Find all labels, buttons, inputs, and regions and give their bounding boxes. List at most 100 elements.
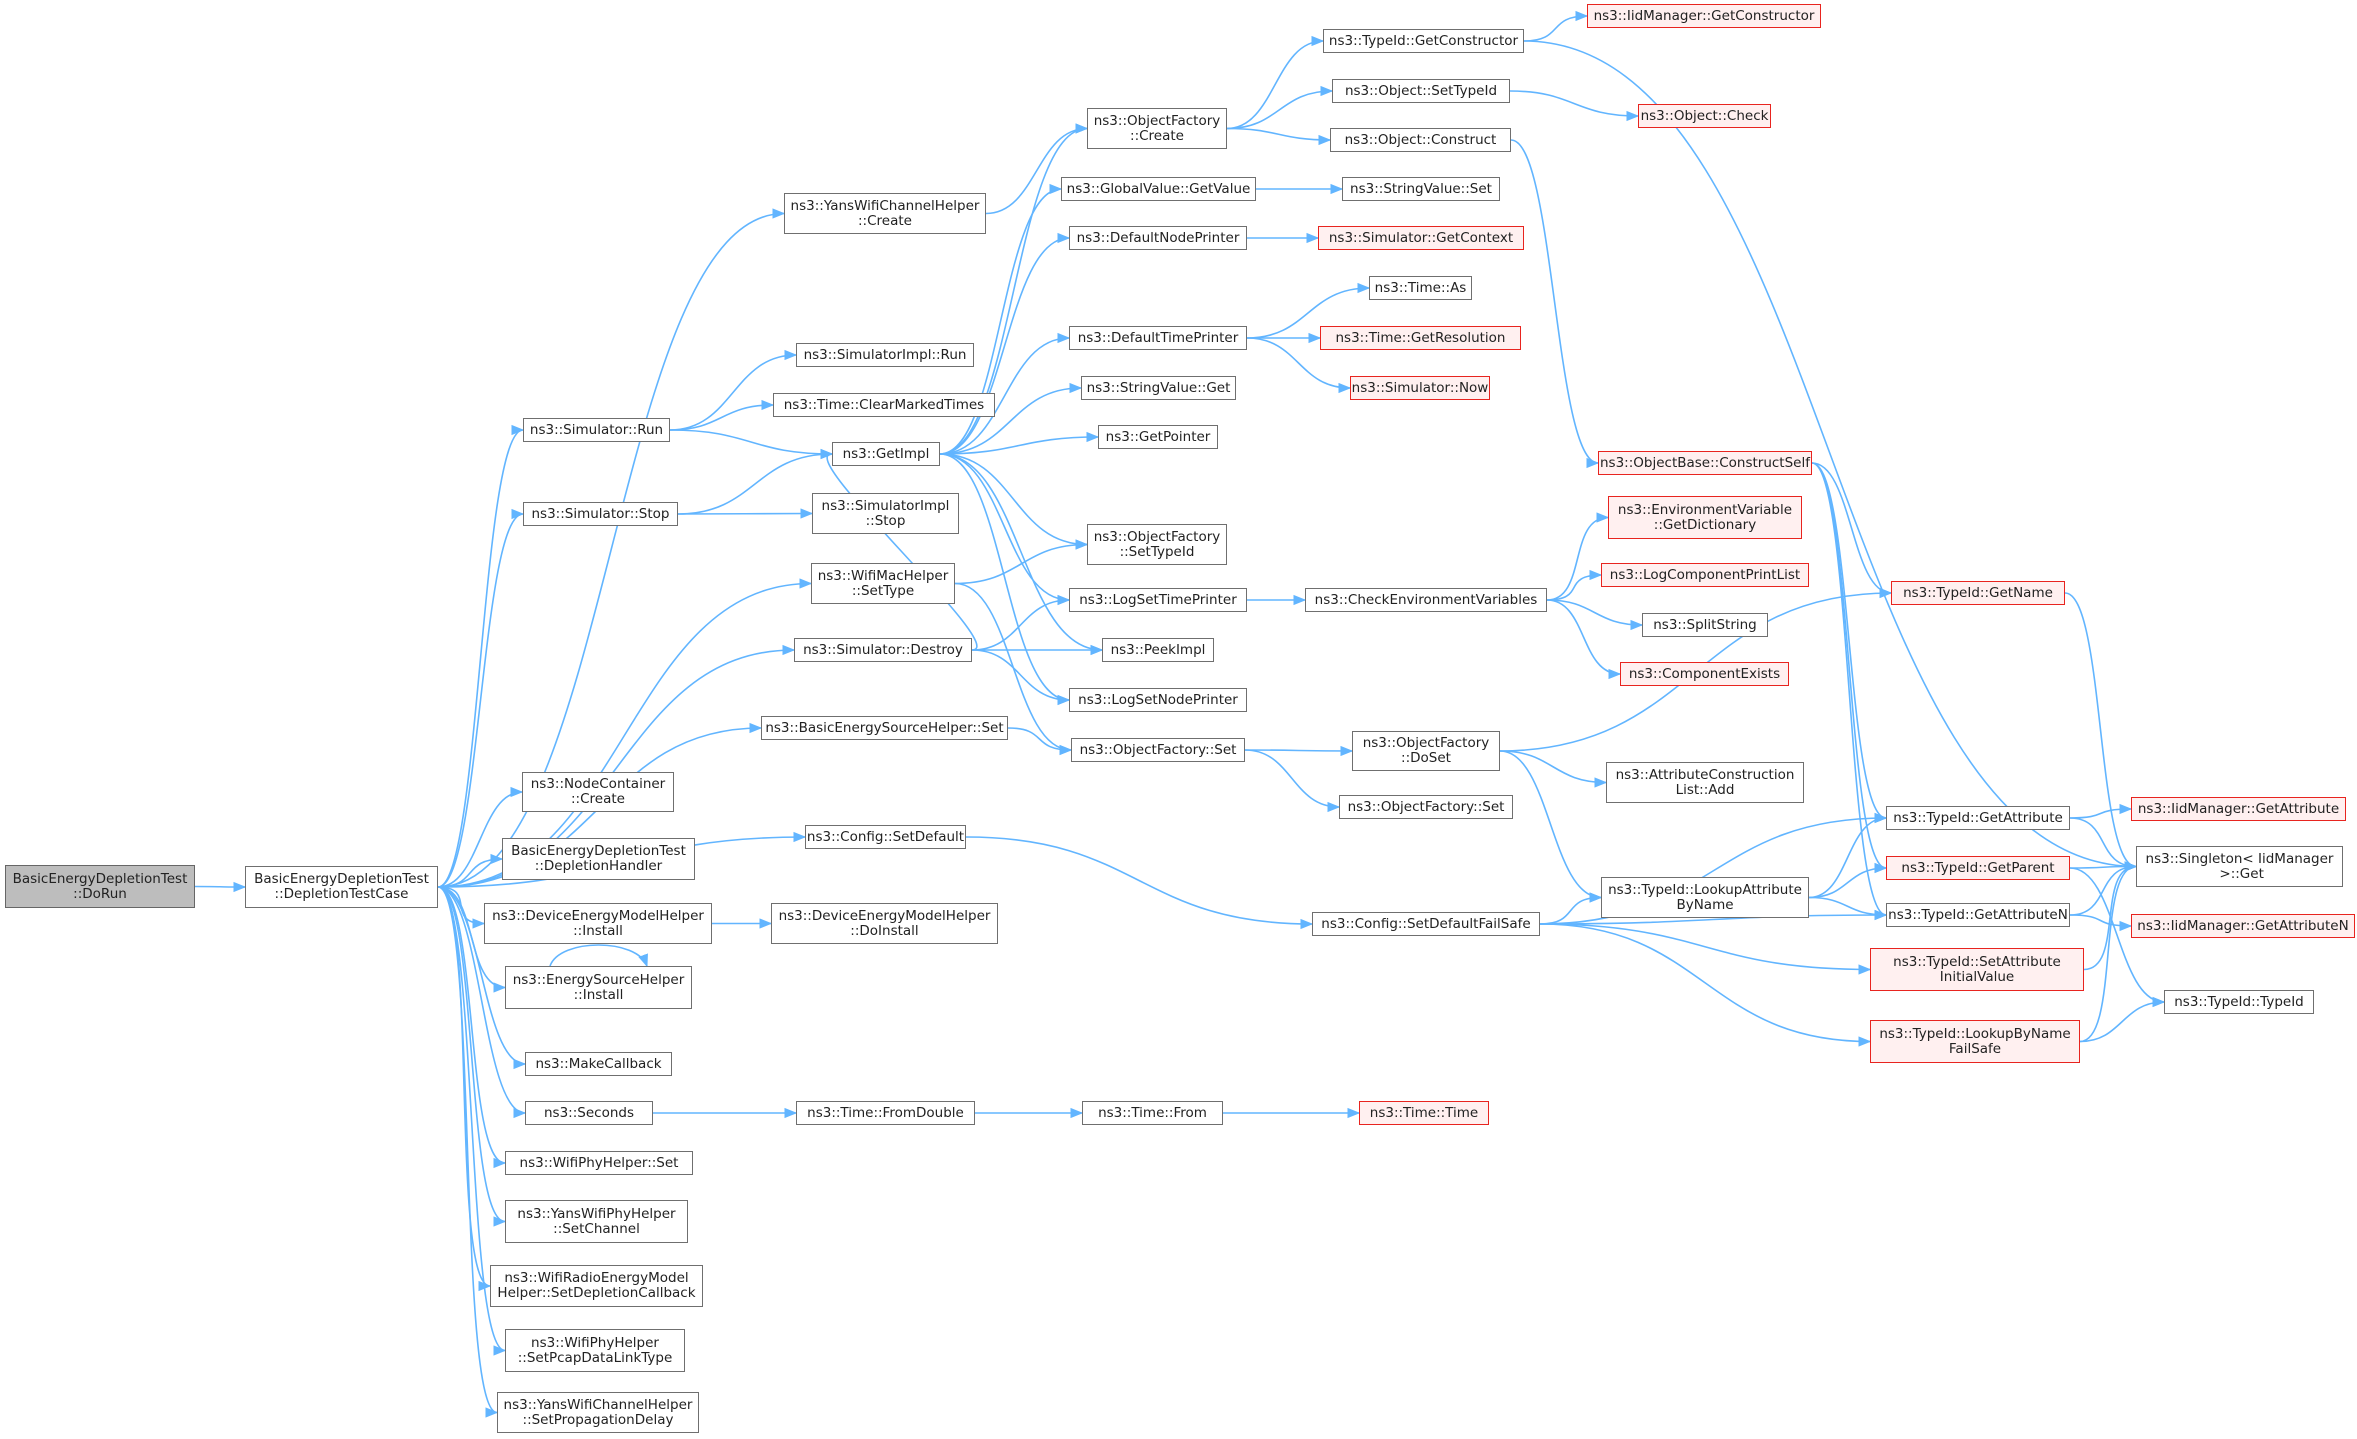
- node-objectfactory-settypeid[interactable]: ns3::ObjectFactory ::SetTypeId: [1087, 524, 1227, 565]
- node-peekimpl[interactable]: ns3::PeekImpl: [1102, 638, 1214, 662]
- node-time-clearmarkedtimes[interactable]: ns3::Time::ClearMarkedTimes: [773, 393, 995, 417]
- call-edge: [1007, 727, 1073, 756]
- call-edge: [1811, 462, 1888, 920]
- node-iidmanager-getattributen[interactable]: ns3::IidManager::GetAttributeN: [2131, 914, 2355, 938]
- node-typeid-typeid[interactable]: ns3::TypeId::TypeId: [2164, 990, 2314, 1014]
- node-deviceenergymodelhelper-doinstall[interactable]: ns3::DeviceEnergyModelHelper ::DoInstall: [771, 903, 998, 944]
- node-environmentvariable-getdictionary[interactable]: ns3::EnvironmentVariable ::GetDictionary: [1608, 496, 1802, 539]
- node-config-setdefault[interactable]: ns3::Config::SetDefault: [805, 825, 966, 849]
- node-time-getresolution[interactable]: ns3::Time::GetResolution: [1320, 326, 1521, 350]
- node-wifiphyhelper-set[interactable]: ns3::WifiPhyHelper::Set: [505, 1151, 693, 1175]
- node-simulator-destroy[interactable]: ns3::Simulator::Destroy: [794, 638, 972, 662]
- call-edge: [1546, 599, 1644, 631]
- node-objectfactory-create[interactable]: ns3::ObjectFactory ::Create: [1087, 108, 1227, 149]
- node-time-time[interactable]: ns3::Time::Time: [1359, 1101, 1489, 1125]
- node-getpointer[interactable]: ns3::GetPointer: [1098, 425, 1218, 449]
- node-componentexists[interactable]: ns3::ComponentExists: [1620, 662, 1789, 686]
- call-edge: [194, 881, 247, 893]
- call-edge: [939, 123, 1089, 455]
- node-checkenvironmentvariables[interactable]: ns3::CheckEnvironmentVariables: [1305, 588, 1547, 612]
- node-config-setdefaultfailsafe[interactable]: ns3::Config::SetDefaultFailSafe: [1312, 912, 1540, 936]
- node-typeid-getattributen[interactable]: ns3::TypeId::GetAttributeN: [1886, 903, 2070, 927]
- node-label: ns3::Simulator::GetContext: [1328, 229, 1514, 246]
- node-energysourcehelper-install[interactable]: ns3::EnergySourceHelper ::Install: [505, 966, 692, 1009]
- node-label: ns3::TypeId::GetAttribute: [1893, 809, 2063, 826]
- node-stringvalue-set[interactable]: ns3::StringValue::Set: [1342, 177, 1500, 201]
- node-label: ns3::StringValue::Set: [1350, 180, 1492, 197]
- node-defaultnodeprinter[interactable]: ns3::DefaultNodePrinter: [1069, 226, 1247, 250]
- node-makecallback[interactable]: ns3::MakeCallback: [525, 1052, 672, 1076]
- node-objectfactory-doset[interactable]: ns3::ObjectFactory ::DoSet: [1352, 731, 1500, 771]
- node-stringvalue-get[interactable]: ns3::StringValue::Get: [1081, 376, 1236, 400]
- call-edge: [677, 508, 814, 519]
- node-attributeconstructionlist-add[interactable]: ns3::AttributeConstruction List::Add: [1606, 762, 1804, 803]
- call-edge: [971, 594, 1071, 651]
- call-edge: [437, 786, 524, 888]
- node-yanswifichannelhelper-create[interactable]: ns3::YansWifiChannelHelper ::Create: [784, 193, 986, 234]
- node-object-construct[interactable]: ns3::Object::Construct: [1330, 128, 1511, 152]
- node-time-from[interactable]: ns3::Time::From: [1082, 1101, 1223, 1125]
- call-edge: [1226, 127, 1332, 146]
- node-singleton-iidmanager-get[interactable]: ns3::Singleton< IidManager >::Get: [2136, 846, 2343, 887]
- call-edge: [1811, 462, 1888, 824]
- node-objectfactory-set-2[interactable]: ns3::ObjectFactory::Set: [1339, 795, 1513, 819]
- node-iidmanager-getattribute[interactable]: ns3::IidManager::GetAttribute: [2131, 797, 2346, 821]
- node-typeid-lookupbynamefailsafe[interactable]: ns3::TypeId::LookupByName FailSafe: [1870, 1020, 2080, 1063]
- node-getimpl[interactable]: ns3::GetImpl: [832, 442, 940, 466]
- node-simulatorimpl-stop[interactable]: ns3::SimulatorImpl ::Stop: [812, 493, 959, 534]
- node-typeid-getattribute[interactable]: ns3::TypeId::GetAttribute: [1886, 806, 2070, 830]
- node-simulatorimpl-run[interactable]: ns3::SimulatorImpl::Run: [796, 343, 974, 367]
- node-label: ns3::DefaultNodePrinter: [1076, 229, 1240, 246]
- node-simulator-stop[interactable]: ns3::Simulator::Stop: [523, 502, 678, 526]
- node-simulator-getcontext[interactable]: ns3::Simulator::GetContext: [1318, 226, 1524, 250]
- node-wifiphyhelper-setpcapdatalinktype[interactable]: ns3::WifiPhyHelper ::SetPcapDataLinkType: [505, 1329, 685, 1372]
- call-edge: [939, 453, 1071, 706]
- node-simulator-run[interactable]: ns3::Simulator::Run: [523, 418, 670, 442]
- node-label: ns3::Time::As: [1374, 279, 1467, 296]
- node-time-fromdouble[interactable]: ns3::Time::FromDouble: [796, 1101, 975, 1125]
- node-objectbase-constructself[interactable]: ns3::ObjectBase::ConstructSelf: [1598, 451, 1812, 475]
- node-label: ns3::WifiPhyHelper::Set: [519, 1154, 679, 1171]
- node-label: ns3::StringValue::Get: [1086, 379, 1231, 396]
- node-logcomponentprintlist[interactable]: ns3::LogComponentPrintList: [1601, 563, 1809, 587]
- node-simulator-now[interactable]: ns3::Simulator::Now: [1350, 376, 1490, 400]
- node-yanswifichannelhelper-setpropagationdelay[interactable]: ns3::YansWifiChannelHelper ::SetPropagat…: [497, 1392, 699, 1433]
- node-seconds[interactable]: ns3::Seconds: [525, 1101, 653, 1125]
- node-depletiontestcase[interactable]: BasicEnergyDepletionTest ::DepletionTest…: [245, 866, 438, 908]
- node-object-check[interactable]: ns3::Object::Check: [1638, 104, 1771, 128]
- node-yanswifiphyhelper-setchannel[interactable]: ns3::YansWifiPhyHelper ::SetChannel: [505, 1200, 688, 1243]
- node-typeid-getparent[interactable]: ns3::TypeId::GetParent: [1886, 856, 2070, 880]
- node-label: ns3::LogComponentPrintList: [1609, 566, 1801, 583]
- call-edge: [1539, 923, 1872, 975]
- node-iidmanager-getconstructor[interactable]: ns3::IidManager::GetConstructor: [1587, 4, 1821, 28]
- call-edge: [1539, 923, 1872, 1047]
- node-basicenergysourcehelper-set[interactable]: ns3::BasicEnergySourceHelper::Set: [761, 716, 1008, 740]
- node-label: ns3::GetPointer: [1105, 428, 1211, 445]
- node-typeid-setattributeinitialvalue[interactable]: ns3::TypeId::SetAttribute InitialValue: [1870, 948, 2084, 991]
- node-deviceenergymodelhelper-install[interactable]: ns3::DeviceEnergyModelHelper ::Install: [484, 903, 712, 944]
- node-label: ns3::TypeId::TypeId: [2174, 993, 2304, 1010]
- node-typeid-getconstructor[interactable]: ns3::TypeId::GetConstructor: [1323, 29, 1524, 53]
- node-objectfactory-set[interactable]: ns3::ObjectFactory::Set: [1071, 738, 1245, 762]
- node-nodecontainer-create[interactable]: ns3::NodeContainer ::Create: [522, 772, 674, 812]
- node-defaulttimeprinter[interactable]: ns3::DefaultTimePrinter: [1069, 326, 1247, 350]
- call-edge: [2069, 914, 2133, 932]
- node-splitstring[interactable]: ns3::SplitString: [1642, 613, 1768, 637]
- node-logsettimeprinter[interactable]: ns3::LogSetTimePrinter: [1069, 588, 1247, 612]
- node-label: ns3::Config::SetDefaultFailSafe: [1321, 915, 1531, 932]
- node-logsetnodeprinter[interactable]: ns3::LogSetNodePrinter: [1069, 688, 1247, 712]
- node-depletionhandler[interactable]: BasicEnergyDepletionTest ::DepletionHand…: [502, 838, 695, 880]
- node-label: ns3::AttributeConstruction List::Add: [1615, 766, 1795, 798]
- node-label: ns3::SimulatorImpl::Run: [803, 346, 967, 363]
- node-time-as[interactable]: ns3::Time::As: [1369, 276, 1472, 300]
- node-typeid-lookupattributebyname[interactable]: ns3::TypeId::LookupAttribute ByName: [1601, 877, 1809, 918]
- node-object-settypeid[interactable]: ns3::Object::SetTypeId: [1332, 79, 1510, 103]
- node-label: ns3::CheckEnvironmentVariables: [1314, 591, 1538, 608]
- node-wifimachelper-settype[interactable]: ns3::WifiMacHelper ::SetType: [811, 563, 955, 604]
- node-label: ns3::Time::FromDouble: [807, 1104, 964, 1121]
- call-edge: [1244, 749, 1341, 813]
- node-wifiradioenergymodelhelper-setdepletioncallback[interactable]: ns3::WifiRadioEnergyModel Helper::SetDep…: [490, 1265, 703, 1307]
- node-globalvalue-getvalue[interactable]: ns3::GlobalValue::GetValue: [1061, 177, 1256, 201]
- node-typeid-getname[interactable]: ns3::TypeId::GetName: [1891, 581, 2065, 605]
